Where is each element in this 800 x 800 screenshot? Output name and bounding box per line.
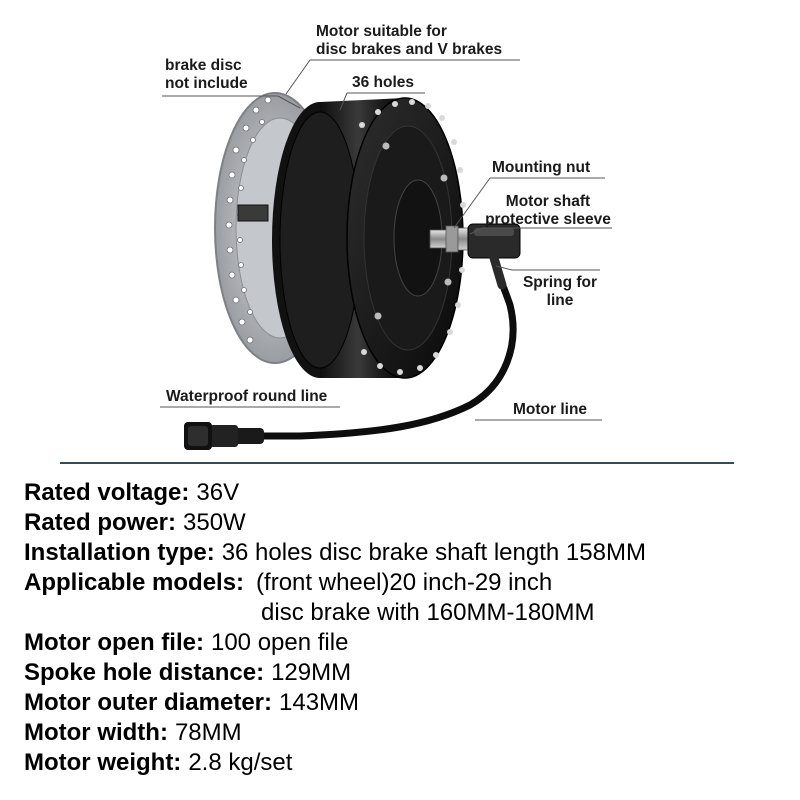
spec-value: 100 open file — [210, 629, 349, 656]
callout-motor-line: Motor line — [513, 401, 587, 419]
callout-36-holes: 36 holes — [352, 74, 414, 92]
callout-spring-line1: Spring for — [522, 274, 598, 291]
axle-left — [237, 204, 269, 222]
callout-motor-line-text: Motor line — [513, 401, 588, 418]
callout-waterproof-line: Waterproof round line — [166, 388, 327, 406]
axle-assembly — [429, 223, 521, 259]
hub-motor-illustration — [160, 59, 612, 450]
spec-label: Spoke hole distance: — [24, 659, 265, 686]
spec-value: 78MM — [174, 719, 242, 746]
spec-label: Motor weight: — [24, 749, 182, 776]
spec-label: Rated voltage: — [24, 479, 190, 506]
spec-value-line1: (front wheel)20 inch-29 inch — [256, 569, 553, 596]
spec-installation-type: Installation type: 36 holes disc brake s… — [24, 538, 794, 568]
spec-applicable-models: Applicable models: (front wheel)20 inch-… — [24, 568, 794, 628]
callout-shaft-sleeve: Motor shaft protective sleeve — [482, 193, 614, 229]
callout-motor-suitable-line2: disc brakes and V brakes — [316, 41, 503, 58]
spec-motor-width: Motor width: 78MM — [24, 718, 794, 748]
spec-value-multiline: (front wheel)20 inch-29 inch disc brake … — [256, 568, 594, 628]
spec-label: Installation type: — [24, 539, 215, 566]
callout-brake-disc-line1: brake disc — [165, 57, 242, 74]
spec-value: 2.8 kg/set — [188, 749, 293, 776]
callout-shaft-sleeve-line2: protective sleeve — [485, 211, 611, 228]
spec-label: Applicable models: — [24, 569, 245, 596]
spec-value: 36 holes disc brake shaft length 158MM — [221, 539, 646, 566]
callout-shaft-sleeve-line1: Motor shaft — [505, 193, 591, 210]
spec-label: Rated power: — [24, 509, 177, 536]
spec-spoke-hole-distance: Spoke hole distance: 129MM — [24, 658, 794, 688]
callout-waterproof-line-text: Waterproof round line — [166, 388, 328, 405]
spec-rated-power: Rated power: 350W — [24, 508, 794, 538]
spec-value: 129MM — [271, 659, 352, 686]
callout-spring: Spring for line — [515, 274, 605, 310]
callout-spring-line2: line — [546, 292, 574, 309]
waterproof-connector — [184, 422, 264, 450]
spec-motor-open-file: Motor open file: 100 open file — [24, 628, 794, 658]
motor-cable — [258, 254, 517, 440]
leader-lines — [160, 59, 612, 421]
callout-motor-suitable-line1: Motor suitable for — [316, 23, 447, 40]
spec-value-line2: disc brake with 160MM-180MM — [261, 599, 595, 626]
divider — [60, 462, 734, 464]
spec-label: Motor open file: — [24, 629, 204, 656]
spec-motor-weight: Motor weight: 2.8 kg/set — [24, 748, 794, 778]
spec-value: 350W — [183, 509, 246, 536]
spec-value: 143MM — [279, 689, 360, 716]
callout-brake-disc: brake disc not include — [165, 57, 248, 93]
callout-36-holes-text: 36 holes — [352, 74, 415, 91]
callout-mounting-nut: Mounting nut — [492, 159, 590, 177]
spec-label: Motor outer diameter: — [24, 689, 273, 716]
callout-mounting-nut-text: Mounting nut — [492, 159, 591, 176]
callout-motor-suitable: Motor suitable for disc brakes and V bra… — [316, 23, 502, 59]
spec-value: 36V — [196, 479, 240, 506]
spec-list: Rated voltage: 36V Rated power: 350W Ins… — [24, 478, 794, 778]
spec-motor-outer-diameter: Motor outer diameter: 143MM — [24, 688, 794, 718]
spec-rated-voltage: Rated voltage: 36V — [24, 478, 794, 508]
callout-brake-disc-line2: not include — [165, 75, 248, 92]
motor-hub — [272, 97, 466, 379]
spec-label: Motor width: — [24, 719, 168, 746]
